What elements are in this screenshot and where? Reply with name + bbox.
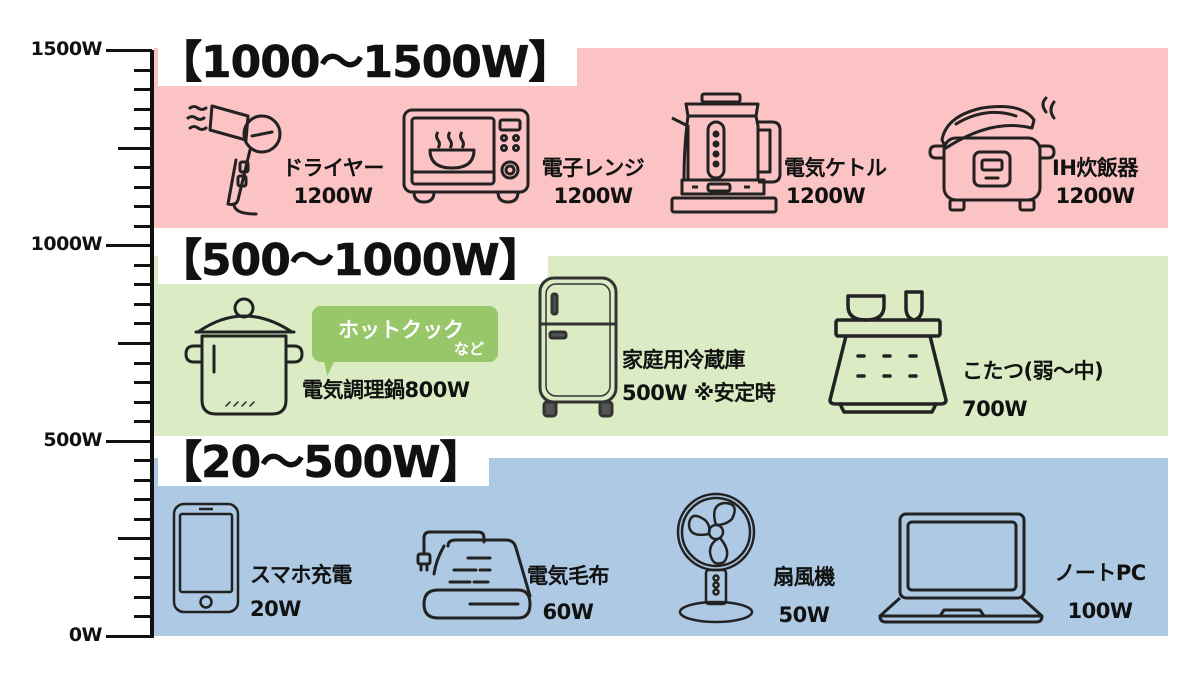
item-laptop: ノートPC 100W (1038, 554, 1162, 630)
axis-label-500: 500W (43, 429, 102, 451)
item-watt: 1200W (1055, 184, 1135, 208)
item-electric-fan: 扇風機 50W (764, 558, 844, 634)
axis-tick (106, 635, 152, 638)
item-watt: 60W (542, 600, 594, 624)
item-name: こたつ(弱～中) (962, 359, 1104, 383)
item-watt: 100W (1067, 599, 1134, 623)
axis-tick (134, 478, 152, 482)
item-rice-cooker: IH炊飯器 1200W (1036, 154, 1154, 210)
item-name: ノートPC (1054, 561, 1146, 585)
refrigerator-icon (538, 276, 620, 424)
item-microwave: 電子レンジ 1200W (528, 154, 658, 210)
axis-tick (118, 342, 152, 345)
band-low (154, 458, 1168, 636)
item-watt: 20W (250, 597, 301, 621)
item-electric-blanket: 電気毛布 60W (526, 558, 610, 630)
item-name: スマホ充電 (250, 563, 352, 587)
axis-tick (134, 166, 152, 170)
cooking-pot-icon (182, 296, 312, 424)
item-watt: 1200W (786, 184, 866, 208)
item-name: 電気調理鍋800W (302, 378, 470, 402)
bubble-sub-text: など (453, 340, 484, 358)
smartphone-icon (172, 502, 242, 620)
kotatsu-icon (826, 290, 950, 420)
axis-tick (134, 263, 152, 267)
electric-blanket-icon (414, 514, 532, 630)
electric-fan-icon (676, 492, 756, 630)
laptop-icon (878, 512, 1044, 628)
band-title-high: 【1000～1500W】 (158, 39, 578, 86)
item-name: IH炊飯器 (1052, 156, 1138, 180)
item-hair-dryer: ドライヤー 1200W (268, 154, 398, 210)
electric-kettle-icon (668, 92, 786, 220)
band-title-mid: 【500～1000W】 (158, 237, 548, 284)
rice-cooker-icon (928, 94, 1060, 220)
item-kotatsu: こたつ(弱～中) 700W (962, 352, 1162, 428)
axis-tick (134, 556, 152, 560)
axis-tick (106, 49, 152, 52)
axis-tick (134, 498, 152, 502)
axis-tick (134, 68, 152, 72)
bubble-main-text: ホットクック (338, 318, 464, 342)
axis-tick (134, 459, 152, 463)
item-name: 家庭用冷蔵庫 (622, 348, 746, 372)
axis-label-1000: 1000W (30, 233, 103, 255)
axis-tick (134, 224, 152, 228)
item-refrigerator: 家庭用冷蔵庫 500W ※安定時 (622, 344, 812, 410)
axis-tick (134, 205, 152, 209)
axis-tick (134, 595, 152, 599)
item-watt: 700W (962, 397, 1028, 421)
band-title-low: 【20～500W】 (158, 439, 489, 486)
axis-tick (134, 381, 152, 385)
axis-tick (134, 185, 152, 189)
axis-tick (134, 576, 152, 580)
item-watt: 1200W (553, 184, 633, 208)
item-name: 電気毛布 (527, 564, 610, 588)
axis-tick (118, 146, 152, 150)
axis-line (150, 50, 154, 638)
axis-tick (134, 615, 152, 619)
speech-bubble: ホットクック など (312, 306, 498, 362)
axis-tick (134, 127, 152, 131)
axis-label-0: 0W (68, 624, 103, 646)
item-watt: 500W ※安定時 (622, 381, 776, 405)
axis-tick (134, 283, 152, 287)
axis-tick (118, 537, 152, 541)
microwave-icon (402, 108, 530, 210)
item-watt: 50W (778, 603, 830, 627)
axis-tick (134, 302, 152, 306)
item-cooking-pot: 電気調理鍋800W (302, 376, 470, 404)
axis-tick (134, 361, 152, 365)
item-smartphone: スマホ充電 20W (250, 558, 370, 626)
item-name: 電子レンジ (541, 156, 645, 180)
item-name: ドライヤー (282, 156, 384, 180)
item-name: 扇風機 (773, 565, 835, 589)
axis-label-1500: 1500W (30, 38, 103, 60)
item-name: 電気ケトル (784, 156, 887, 180)
axis-tick (134, 420, 152, 424)
hair-dryer-icon (186, 100, 286, 219)
item-electric-kettle: 電気ケトル 1200W (784, 154, 924, 210)
axis-tick (106, 439, 152, 443)
axis-tick (134, 517, 152, 521)
axis-tick (106, 244, 152, 248)
axis-tick (134, 400, 152, 404)
axis-tick (134, 322, 152, 326)
axis-tick (134, 107, 152, 111)
item-watt: 1200W (293, 184, 373, 208)
axis-tick (134, 88, 152, 92)
